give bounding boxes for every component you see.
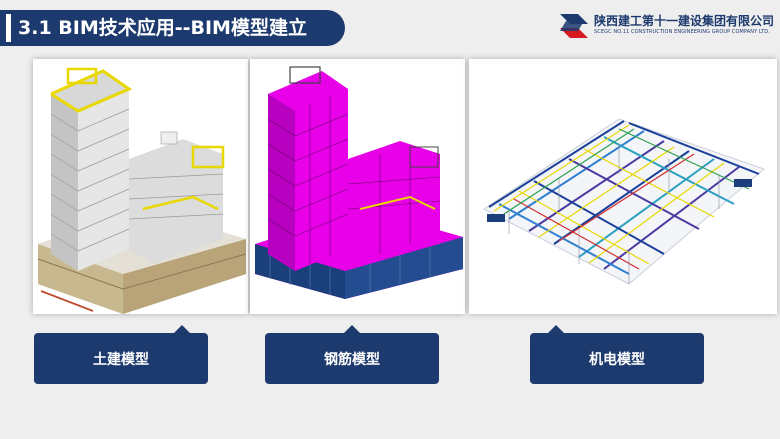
rebar-model-label: 钢筋模型 (324, 351, 380, 368)
company-logo-icon (560, 14, 588, 38)
rebar-model-panel (250, 59, 465, 314)
company-name-cn: 陕西建工第十一建设集团有限公司 (594, 14, 775, 28)
mep-model-label: 机电模型 (589, 351, 645, 368)
civil-model-panel (33, 59, 248, 314)
civil-model-label: 土建模型 (93, 351, 149, 368)
page-title: 3.1 BIM技术应用--BIM模型建立 (18, 17, 307, 39)
title-tab (0, 10, 345, 46)
rebar-model-caption: 钢筋模型 (265, 325, 439, 384)
civil-model-caption: 土建模型 (34, 325, 208, 384)
rebar-model-image (250, 59, 465, 314)
company-logo: 陕西建工第十一建设集团有限公司 SCEGC NO.11 CONSTRUCTION… (558, 8, 774, 48)
company-name-en: SCEGC NO.11 CONSTRUCTION ENGINEERING GRO… (594, 29, 770, 35)
mep-model-image (469, 59, 777, 314)
mep-model-caption: 机电模型 (530, 325, 704, 384)
civil-model-image (33, 59, 248, 314)
mep-model-panel (469, 59, 777, 314)
title-accent-bar (6, 14, 11, 42)
